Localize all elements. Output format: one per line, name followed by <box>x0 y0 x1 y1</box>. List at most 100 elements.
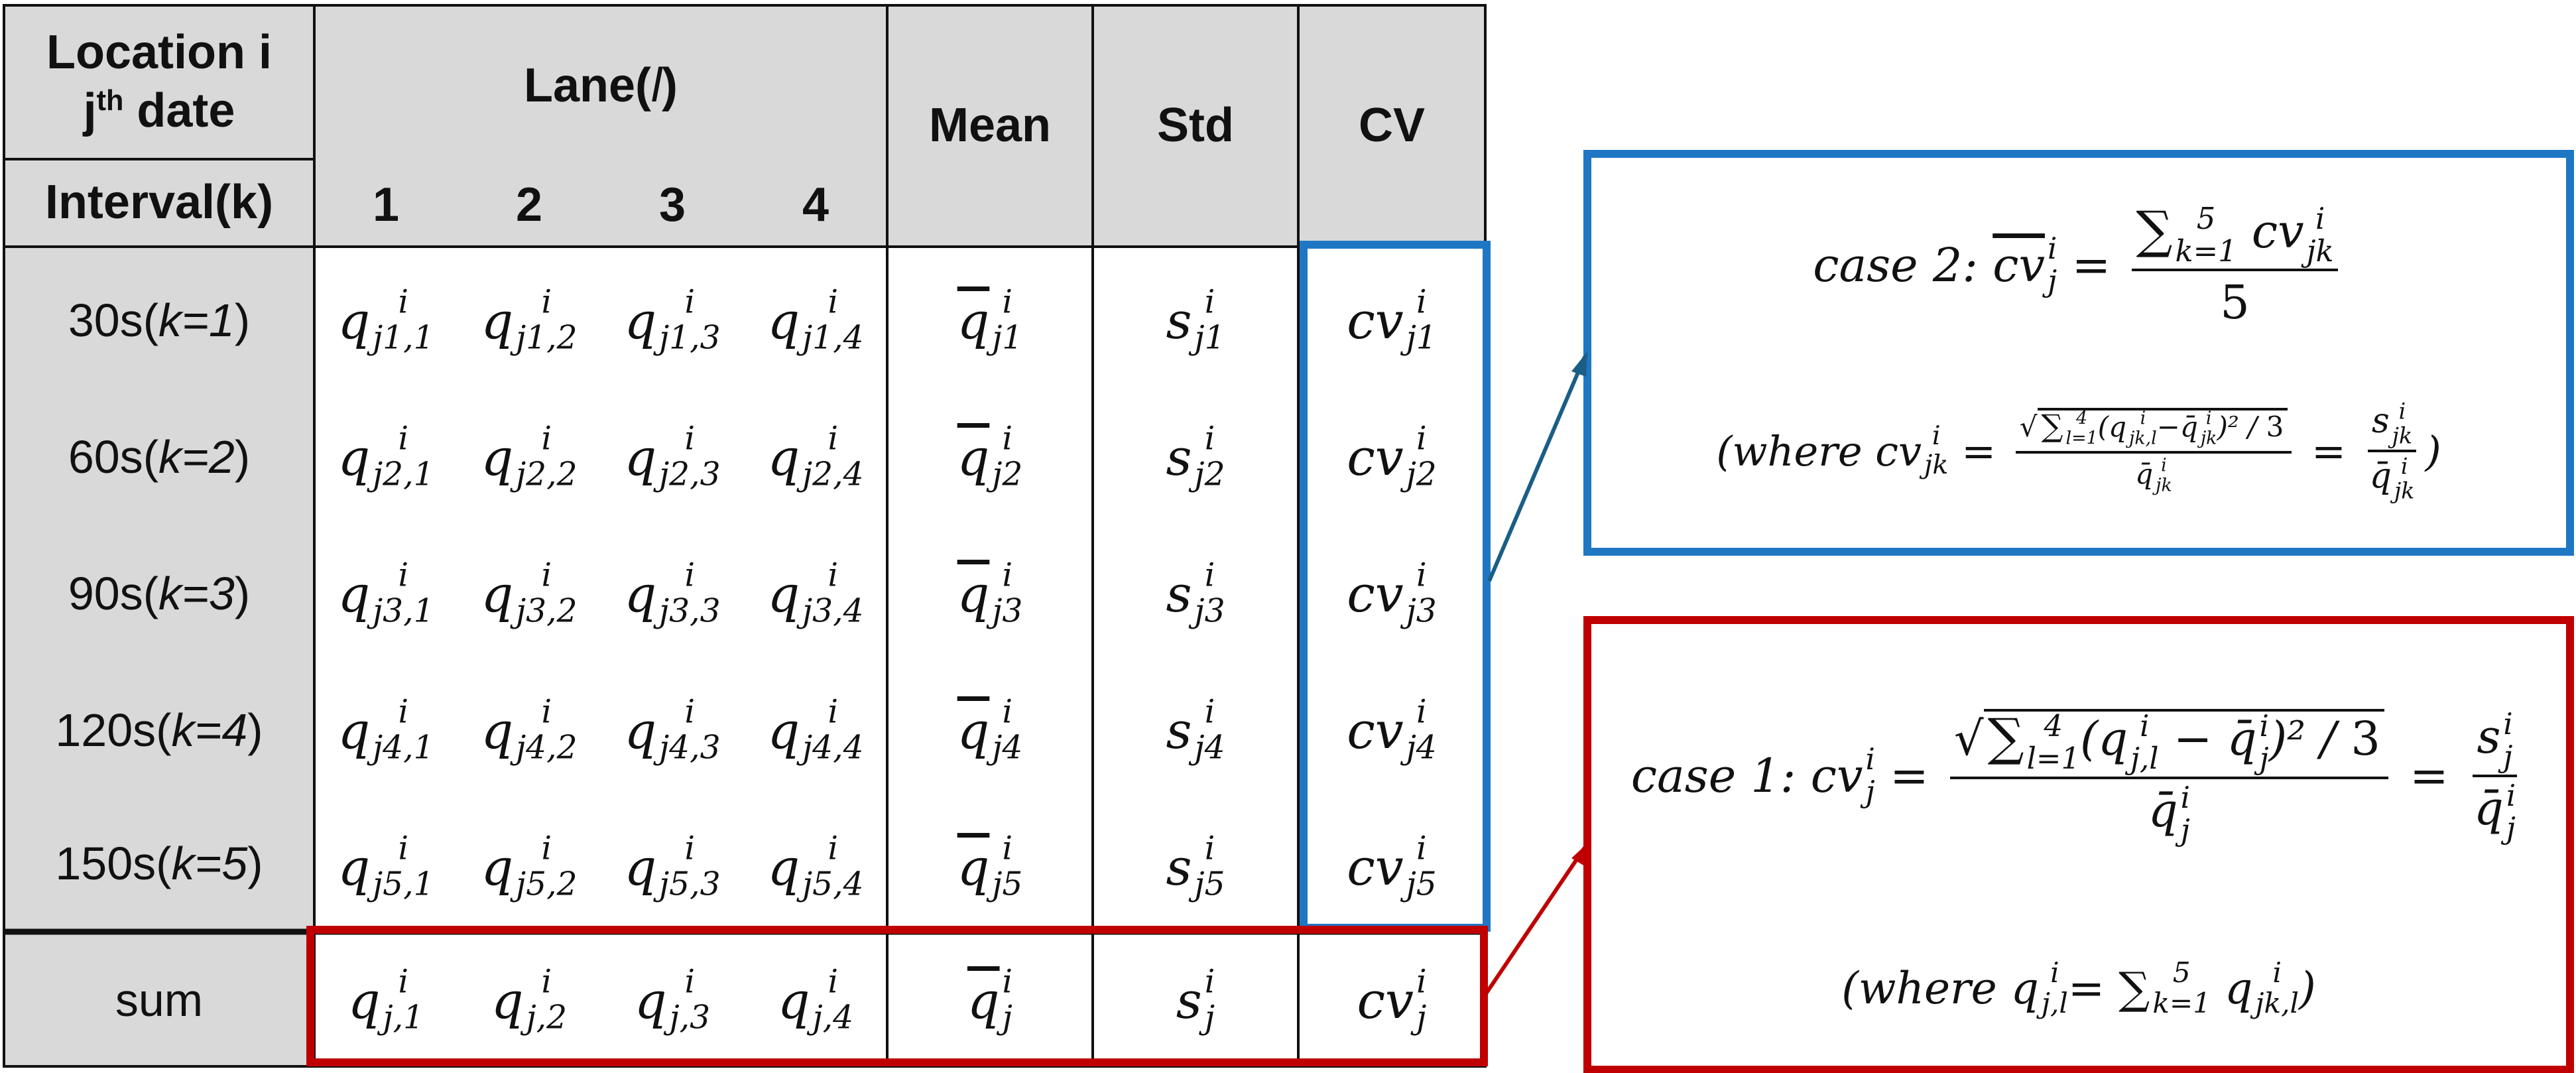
date-rest: date <box>123 84 235 137</box>
case2-sum-sup: 5 <box>2196 200 2216 236</box>
cell-sum-l3-symbol: q <box>634 970 667 1030</box>
cell-q-r4-l2-symbol: q <box>481 700 514 760</box>
cell-std-r3-symbol: s <box>1166 564 1192 623</box>
case2-where-cv: cv <box>1875 426 1922 475</box>
cell-q-r3-l3-symbol: q <box>624 564 657 623</box>
row-label-k: k=2 <box>158 431 235 483</box>
cell-std-r2-symbol: s <box>1166 427 1192 487</box>
case2-sum-sub: k=1 <box>2175 233 2237 269</box>
row-label-k: k=5 <box>171 838 248 889</box>
cell-mean-r1-symbol: q <box>957 290 990 350</box>
row-label-suffix: ) <box>247 704 263 756</box>
cell-cv-r2-symbol: cv <box>1347 427 1404 487</box>
lane-number-1: 1 <box>372 178 400 232</box>
lane-number-2: 2 <box>515 178 543 232</box>
date-j: j <box>83 84 97 137</box>
cell-cv-r5-symbol: cv <box>1347 837 1404 897</box>
case2-den: 5 <box>2220 275 2250 330</box>
row-label-suffix: ) <box>234 431 251 483</box>
row-label-prefix: 150s( <box>55 838 172 889</box>
lane-header: Lane(l ) <box>314 40 887 133</box>
row-label-30s: 30s(k=1) <box>4 252 314 389</box>
case2-cvbar: cv <box>1993 238 2045 292</box>
row-label-prefix: 90s( <box>68 568 159 619</box>
row-label-120s: 120s(k=4) <box>4 662 314 798</box>
lane-prefix: Lane( <box>523 59 652 113</box>
cell-std-r4-symbol: s <box>1166 700 1192 760</box>
cell-mean-r4-symbol: q <box>957 700 990 760</box>
cell-cv-r1-symbol: cv <box>1347 290 1404 350</box>
cell-sum-cv-symbol: cv <box>1357 970 1414 1030</box>
lane-number-4: 4 <box>802 178 829 232</box>
cell-q-r2-l3-symbol: q <box>624 427 657 487</box>
row-label-prefix: 120s( <box>55 704 172 756</box>
case2-where-close: ) <box>2425 426 2441 475</box>
cell-sum-mean-symbol: q <box>967 970 1000 1030</box>
case2-where-open: (where <box>1716 426 1863 475</box>
cv-header: CV <box>1358 99 1426 153</box>
interval-header: Interval(k) <box>44 176 274 229</box>
row-label-150s: 150s(k=5) <box>4 798 314 928</box>
row-label-k: k=3 <box>158 568 235 619</box>
cell-cv-r4-symbol: cv <box>1347 700 1404 760</box>
header-background <box>4 5 1485 247</box>
row-label-prefix: 30s( <box>68 294 159 346</box>
cell-cv-r3-symbol: cv <box>1347 564 1404 623</box>
row-label-90s: 90s(k=3) <box>4 525 314 662</box>
cell-q-r4-l3-symbol: q <box>624 700 657 760</box>
row-label-prefix: 60s( <box>68 431 159 483</box>
case2-sum-sign: ∑ <box>2136 200 2173 260</box>
case2-cvbar-sub: j <box>2048 263 2057 299</box>
cell-mean-r2-symbol: q <box>957 427 990 487</box>
cell-q-r1-l1-symbol: q <box>337 290 371 350</box>
cell-q-r1-l2-symbol: q <box>481 290 514 350</box>
case1-label: case 1: <box>1630 749 1796 803</box>
cell-sum-l2-symbol: q <box>491 970 524 1030</box>
cell-std-r5-symbol: s <box>1166 837 1192 897</box>
cell-q-r4-l4-symbol: q <box>767 700 800 760</box>
cell-sum-l1-symbol: q <box>347 970 381 1030</box>
location-label: Location i <box>46 26 272 80</box>
cell-q-r4-l1-symbol: q <box>337 700 371 760</box>
lane-var: l <box>651 59 662 113</box>
row-label-suffix: ) <box>234 294 251 346</box>
cell-q-r2-l1-symbol: q <box>337 427 371 487</box>
cell-q-r2-l4-symbol: q <box>767 427 800 487</box>
